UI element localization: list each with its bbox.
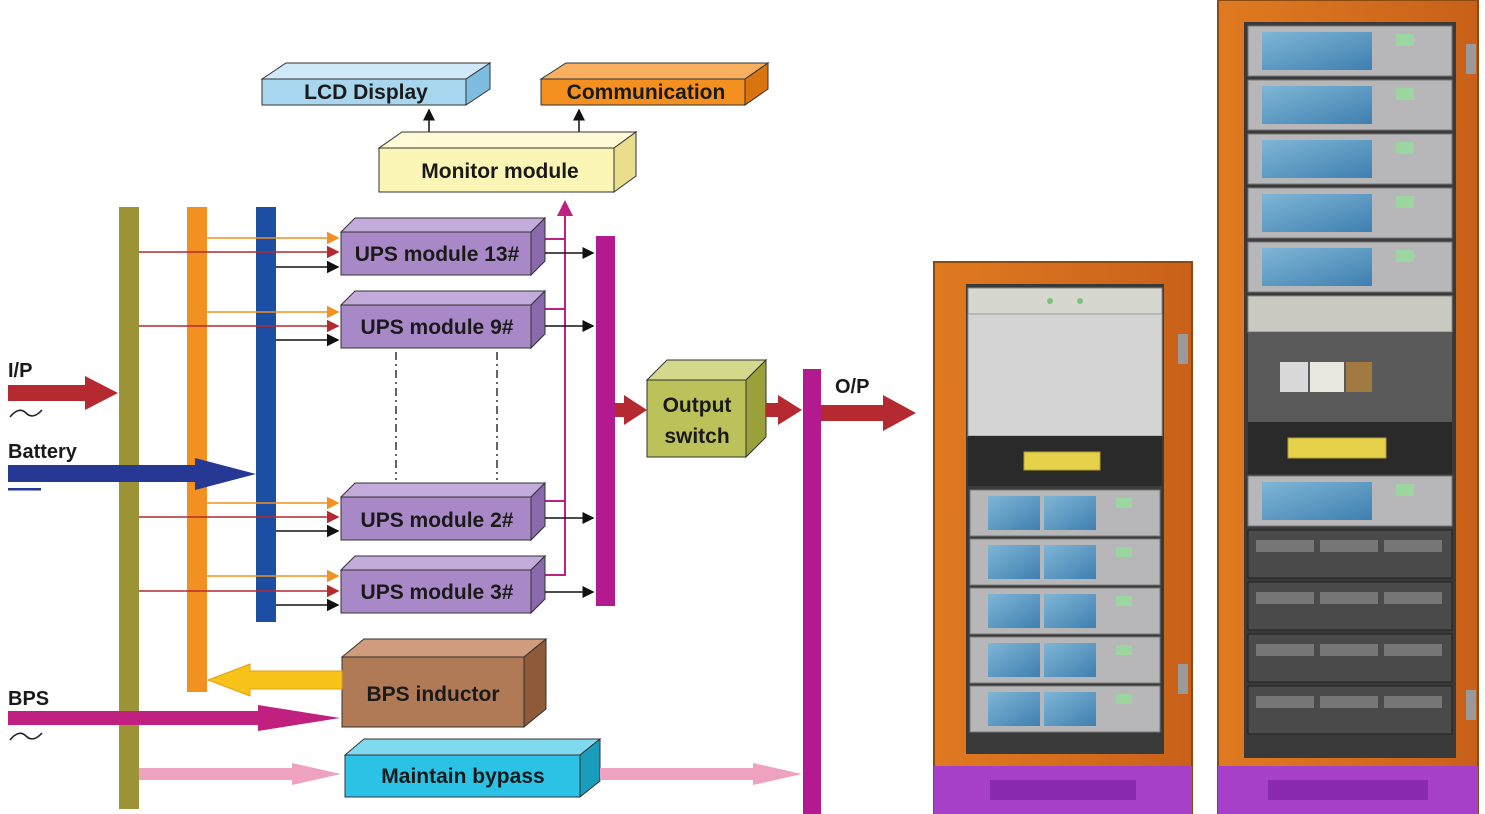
communication-label: Communication xyxy=(567,81,726,104)
output-switch-label-line2: switch xyxy=(664,425,729,448)
bps-inductor-label: BPS inductor xyxy=(366,683,499,706)
lcd-display-box: LCD Display xyxy=(260,62,492,106)
bps-inductor-box: BPS inductor xyxy=(340,637,548,729)
large-cabinet-modules-top xyxy=(1247,25,1453,293)
maintain-bypass-box: Maintain bypass xyxy=(343,737,602,799)
monitor-module-box: Monitor module xyxy=(377,131,638,193)
ups-module-13-label: UPS module 13# xyxy=(355,243,520,266)
small-cabinet-image xyxy=(933,261,1193,814)
block-diagram: I/P Battery BPS LCD Display Communicatio… xyxy=(8,62,916,814)
ups-module-3-label: UPS module 3# xyxy=(361,581,514,604)
large-cabinet-battery-trays xyxy=(1247,529,1453,735)
module-input-lines xyxy=(139,231,340,612)
ups-module-9-box: UPS module 9# xyxy=(339,289,547,350)
battery-input-arrow xyxy=(8,458,256,490)
magenta-output-bus xyxy=(803,369,821,814)
ups-module-2-label: UPS module 2# xyxy=(361,509,514,532)
orange-bus xyxy=(187,207,207,692)
blue-battery-bus xyxy=(256,207,276,622)
lcd-display-label: LCD Display xyxy=(304,81,428,104)
maintain-bypass-label: Maintain bypass xyxy=(381,765,544,788)
bypass-input-arrow xyxy=(139,763,341,785)
ups-module-2-box: UPS module 2# xyxy=(339,481,547,542)
ip-ac-symbol xyxy=(9,409,43,418)
bps-ac-symbol xyxy=(9,732,43,741)
output-switch-box: Output switch xyxy=(645,358,768,459)
monitor-module-label: Monitor module xyxy=(421,160,578,183)
ups-module-13-box: UPS module 13# xyxy=(339,216,547,277)
olive-input-bus xyxy=(119,207,139,809)
communication-box: Communication xyxy=(539,62,770,106)
ups-module-9-label: UPS module 9# xyxy=(361,316,514,339)
battery-symbol xyxy=(8,488,41,491)
bps-label: BPS xyxy=(8,688,49,710)
output-switch-label-line1: Output xyxy=(663,394,732,417)
bus-to-switch-arrow xyxy=(615,395,647,425)
ups-module-3-box: UPS module 3# xyxy=(339,554,547,615)
large-cabinet-image xyxy=(1217,0,1479,814)
small-cabinet-modules xyxy=(969,489,1161,733)
bypass-output-arrow xyxy=(600,763,802,785)
battery-label: Battery xyxy=(8,441,78,463)
magenta-module-output-bus xyxy=(596,236,615,606)
op-label: O/P xyxy=(835,376,869,398)
inductor-to-orange-bus-arrow xyxy=(206,663,343,697)
ip-label: I/P xyxy=(8,360,32,382)
switch-to-output-bus-arrow xyxy=(766,395,802,425)
module-output-lines xyxy=(545,247,595,598)
module-to-monitor-signal-line xyxy=(545,200,573,576)
op-output-arrow xyxy=(821,395,916,431)
ip-input-arrow xyxy=(8,376,118,410)
bps-input-arrow xyxy=(8,705,340,731)
